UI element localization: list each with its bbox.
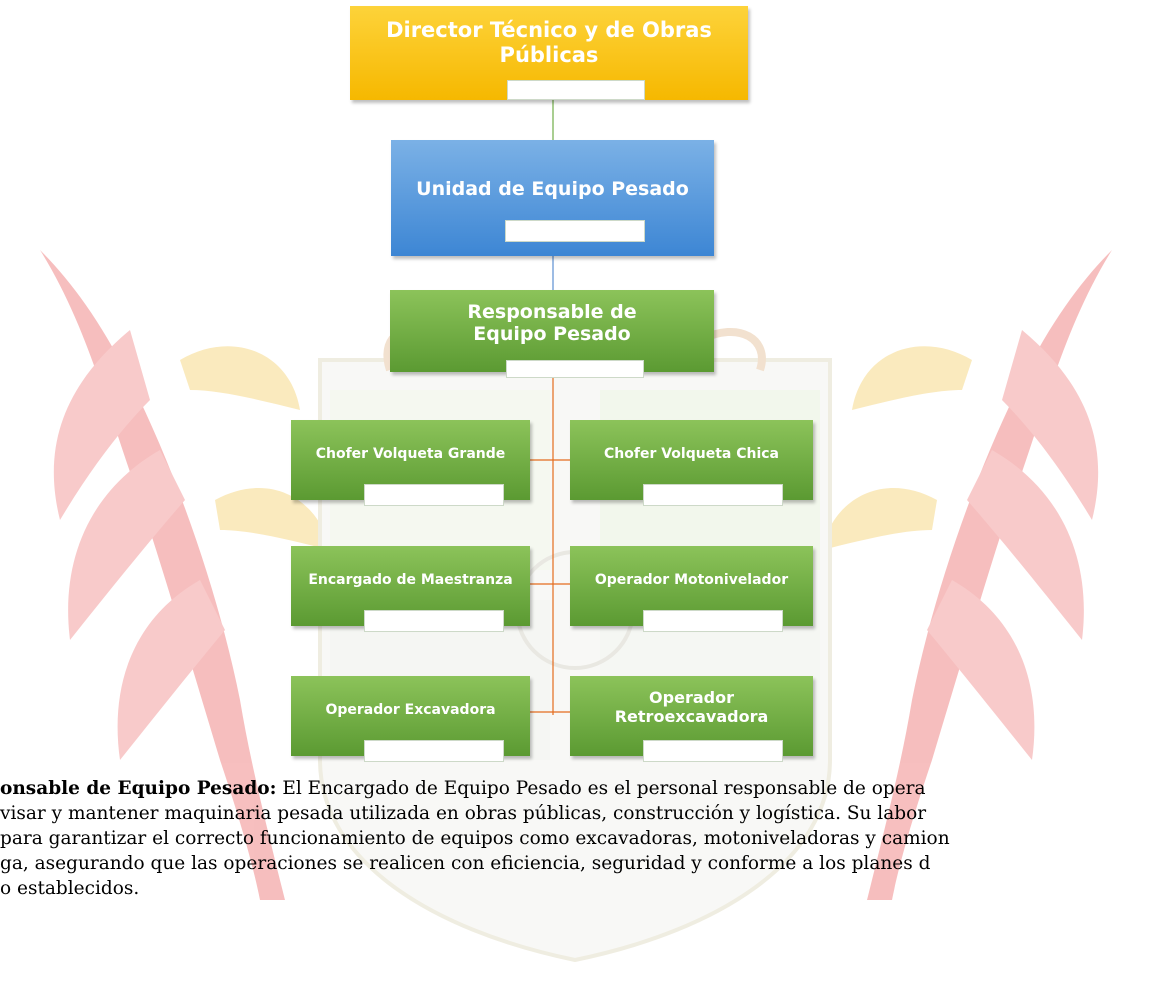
- connector-lines: [530, 100, 570, 715]
- motonivelador-subbox: [643, 610, 783, 632]
- chofer-chica-subbox: [643, 484, 783, 506]
- maestranza-box: Encargado de Maestranza: [291, 546, 530, 632]
- right-leaf-branch: [867, 250, 1112, 900]
- description-term: onsable de Equipo Pesado:: [0, 778, 277, 799]
- motonivelador-box: Operador Motonivelador: [570, 546, 813, 632]
- description-line-1: onsable de Equipo Pesado: El Encargado d…: [0, 778, 926, 799]
- unidad-subbox: [505, 220, 645, 242]
- responsable-box: Responsable de Equipo Pesado: [390, 290, 714, 378]
- maestranza-subbox: [364, 610, 504, 632]
- chofer-grande-box: Chofer Volqueta Grande: [291, 420, 530, 506]
- description-line-3: para garantizar el correcto funcionamien…: [0, 828, 950, 849]
- description-paragraph: onsable de Equipo Pesado: El Encargado d…: [0, 776, 1152, 901]
- retroexcavadora-subbox: [643, 740, 783, 762]
- responsable-subbox: [506, 360, 644, 378]
- maestranza-label: Encargado de Maestranza: [308, 571, 513, 588]
- excavadora-box: Operador Excavadora: [291, 676, 530, 762]
- chofer-chica-label: Chofer Volqueta Chica: [604, 445, 779, 462]
- excavadora-subbox: [364, 740, 504, 762]
- retroexcavadora-label: Operador Retroexcavadora: [614, 688, 769, 726]
- unidad-box: Unidad de Equipo Pesado: [391, 140, 714, 256]
- director-subbox: [507, 80, 645, 100]
- motonivelador-label: Operador Motonivelador: [594, 571, 789, 588]
- chofer-grande-subbox: [364, 484, 504, 506]
- retroexcavadora-box: Operador Retroexcavadora: [570, 676, 813, 762]
- director-box: Director Técnico y de Obras Públicas: [350, 6, 748, 100]
- description-line-5: o establecidos.: [0, 878, 140, 899]
- chofer-grande-label: Chofer Volqueta Grande: [315, 445, 506, 462]
- org-chart: Director Técnico y de Obras Públicas Uni…: [291, 6, 813, 762]
- responsable-label: Responsable de Equipo Pesado: [467, 300, 637, 345]
- left-leaf-branch: [40, 250, 285, 900]
- description-line-2: visar y mantener maquinaria pesada utili…: [0, 803, 927, 824]
- excavadora-label: Operador Excavadora: [325, 701, 496, 718]
- unidad-label: Unidad de Equipo Pesado: [416, 177, 689, 200]
- director-label: Director Técnico y de Obras Públicas: [386, 18, 712, 67]
- description-line-4: ga, asegurando que las operaciones se re…: [0, 853, 931, 874]
- chofer-chica-box: Chofer Volqueta Chica: [570, 420, 813, 506]
